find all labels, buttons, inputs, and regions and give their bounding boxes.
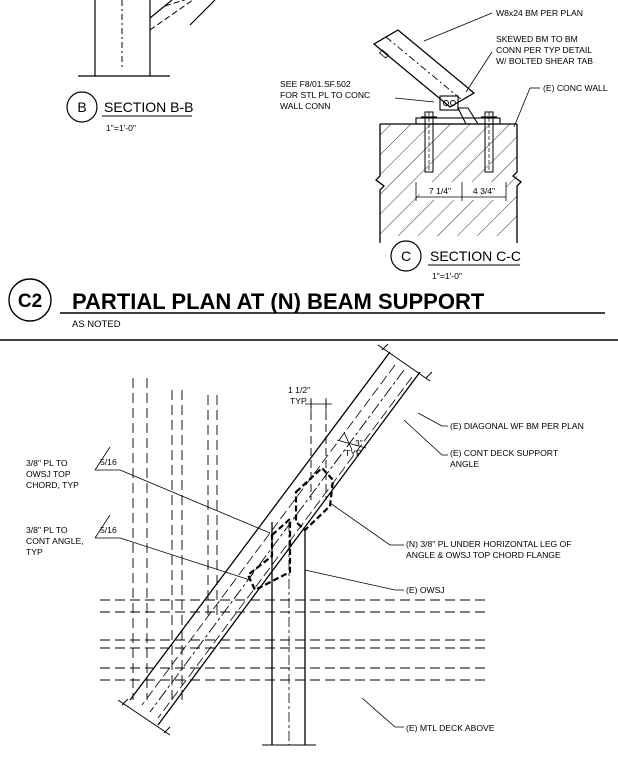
note-weld-2: 5/16 bbox=[100, 525, 117, 535]
dim-left: 7 1/4" bbox=[429, 186, 451, 196]
note-pl-owsj-1: 3/8" PL TO bbox=[26, 458, 68, 468]
section-b-marker: B bbox=[77, 99, 86, 115]
note-pl-angle-2: CONT ANGLE, bbox=[26, 536, 84, 546]
note-conn-3: W/ BOLTED SHEAR TAB bbox=[496, 56, 593, 66]
plan-dimensions: 1 1/2" TYP 3" TYP bbox=[288, 385, 367, 458]
note-pl-owsj-2: OWSJ TOP bbox=[26, 469, 71, 479]
note-new-pl-1: (N) 3/8" PL UNDER HORIZONTAL LEG OF bbox=[406, 539, 572, 549]
note-deck-angle-1: (E) CONT DECK SUPPORT bbox=[450, 448, 559, 458]
note-see-1: SEE F8/01.SF.502 bbox=[280, 79, 351, 89]
section-c-drawing: 7 1/4" 4 3/4" bbox=[372, 29, 522, 243]
note-pl-angle-1: 3/8" PL TO bbox=[26, 525, 68, 535]
section-b-drawing bbox=[78, 0, 216, 77]
section-c-marker-circle bbox=[390, 240, 422, 272]
detail-c2-title: PARTIAL PLAN AT (N) BEAM SUPPORT bbox=[72, 289, 485, 314]
note-pl-angle-3: TYP bbox=[26, 547, 43, 557]
section-c-title: SECTION C-C bbox=[430, 248, 521, 264]
note-beam: W8x24 BM PER PLAN bbox=[496, 8, 583, 18]
note-diag-beam: (E) DIAGONAL WF BM PER PLAN bbox=[450, 421, 584, 431]
section-b-marker-circle bbox=[66, 91, 98, 123]
note-mtl-deck: (E) MTL DECK ABOVE bbox=[406, 723, 495, 733]
note-conn-2: CONN PER TYP DETAIL bbox=[496, 45, 592, 55]
dim-3-1: 3" bbox=[355, 438, 363, 448]
note-weld-1: 5/16 bbox=[100, 457, 117, 467]
new-plates bbox=[246, 466, 335, 592]
dim-right: 4 3/4" bbox=[473, 186, 495, 196]
detail-c2-scale: AS NOTED bbox=[72, 319, 121, 330]
dim-top-1: 1 1/2" bbox=[288, 385, 310, 395]
diagonal-beam bbox=[117, 343, 433, 736]
detail-c2-marker-circle bbox=[8, 278, 52, 322]
section-c-title-block: C SECTION C-C 1"=1'-0" bbox=[390, 240, 521, 281]
note-conc-wall: (E) CONC WALL bbox=[543, 83, 608, 93]
note-pl-owsj-3: CHORD, TYP bbox=[26, 480, 79, 490]
section-b-title: SECTION B-B bbox=[104, 99, 193, 115]
owsj bbox=[262, 400, 327, 746]
dim-3-2: TYP bbox=[345, 448, 362, 458]
detail-c2-title-block: C2 PARTIAL PLAN AT (N) BEAM SUPPORT AS N… bbox=[0, 278, 618, 341]
plan-notes: 3/8" PL TO OWSJ TOP CHORD, TYP 5/16 3/8"… bbox=[26, 421, 584, 733]
section-c-marker: C bbox=[401, 248, 411, 264]
plan-hidden-joists bbox=[100, 378, 485, 700]
section-b-title-block: B SECTION B-B 1"=1'-0" bbox=[66, 91, 193, 133]
section-c-leaders bbox=[394, 12, 540, 128]
note-see-2: FOR STL PL TO CONC bbox=[280, 90, 370, 100]
note-new-pl-2: ANGLE & OWSJ TOP CHORD FLANGE bbox=[406, 550, 561, 560]
detail-c2-marker: C2 bbox=[18, 291, 42, 312]
note-see-3: WALL CONN bbox=[280, 101, 330, 111]
section-c-notes: W8x24 BM PER PLAN SKEWED BM TO BM CONN P… bbox=[280, 8, 608, 111]
note-conn-1: SKEWED BM TO BM bbox=[496, 34, 578, 44]
section-c-scale: 1"=1'-0" bbox=[432, 271, 462, 281]
dim-top-2: TYP bbox=[290, 396, 307, 406]
note-owsj: (E) OWSJ bbox=[406, 585, 445, 595]
note-deck-angle-2: ANGLE bbox=[450, 459, 479, 469]
section-b-scale: 1"=1'-0" bbox=[106, 123, 136, 133]
plan-leaders bbox=[94, 412, 448, 728]
